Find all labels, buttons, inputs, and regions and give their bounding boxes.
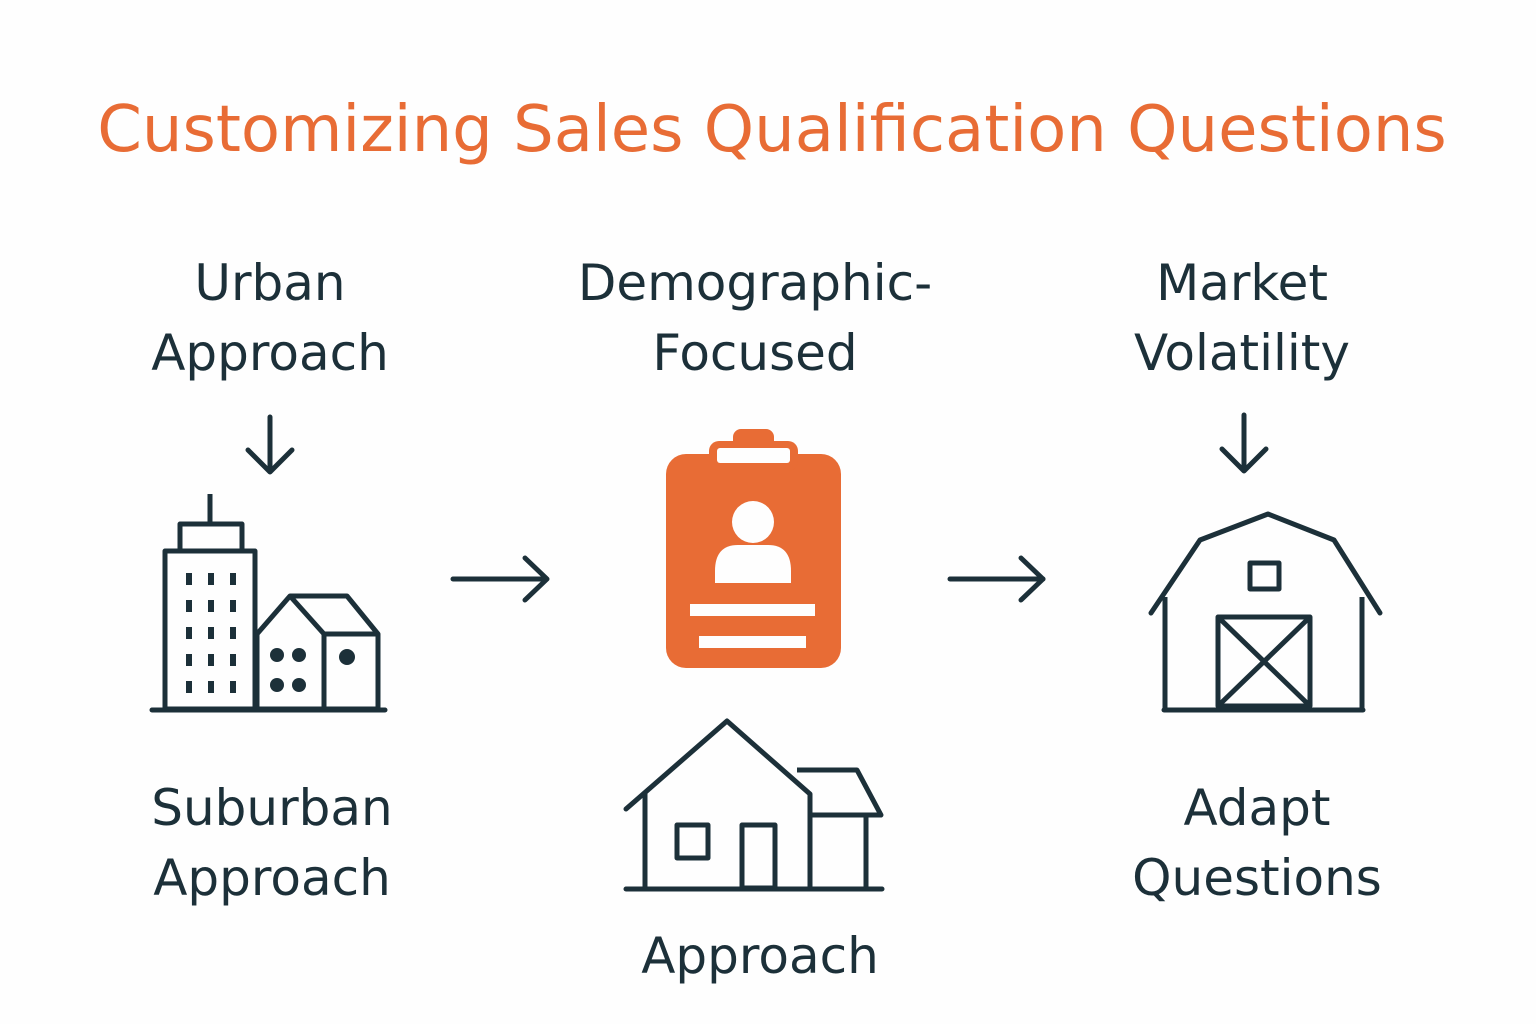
demographic-focused-line-2: Focused	[652, 324, 858, 382]
barn-icon	[1148, 511, 1383, 713]
market-volatility-line-1: Market	[1156, 254, 1328, 312]
arrow-down-icon	[1219, 412, 1269, 474]
page-title: Customizing Sales Qualification Question…	[97, 93, 1447, 167]
arrow-right-icon	[947, 555, 1046, 603]
approach-line: Approach	[641, 927, 879, 985]
urban-approach-line-1: Urban	[194, 254, 346, 312]
market-volatility-label: Market Volatility	[1092, 248, 1392, 388]
clipboard-profile-icon	[666, 429, 841, 668]
adapt-questions-label: Adapt Questions	[1107, 773, 1407, 913]
adapt-questions-line-2: Questions	[1132, 849, 1382, 907]
suburban-approach-label: Suburban Approach	[122, 773, 422, 913]
adapt-questions-line-1: Adapt	[1183, 779, 1331, 837]
approach-label: Approach	[610, 921, 910, 991]
market-volatility-line-2: Volatility	[1134, 324, 1350, 382]
arrow-down-icon	[245, 414, 295, 475]
urban-approach-label: Urban Approach	[120, 248, 420, 388]
city-buildings-icon	[149, 494, 388, 713]
arrow-right-icon	[450, 555, 550, 603]
house-icon	[623, 718, 885, 892]
suburban-approach-line-2: Approach	[153, 849, 391, 907]
urban-approach-line-2: Approach	[151, 324, 389, 382]
demographic-focused-label: Demographic- Focused	[535, 248, 975, 388]
demographic-focused-line-1: Demographic-	[577, 254, 933, 312]
suburban-approach-line-1: Suburban	[151, 779, 393, 837]
